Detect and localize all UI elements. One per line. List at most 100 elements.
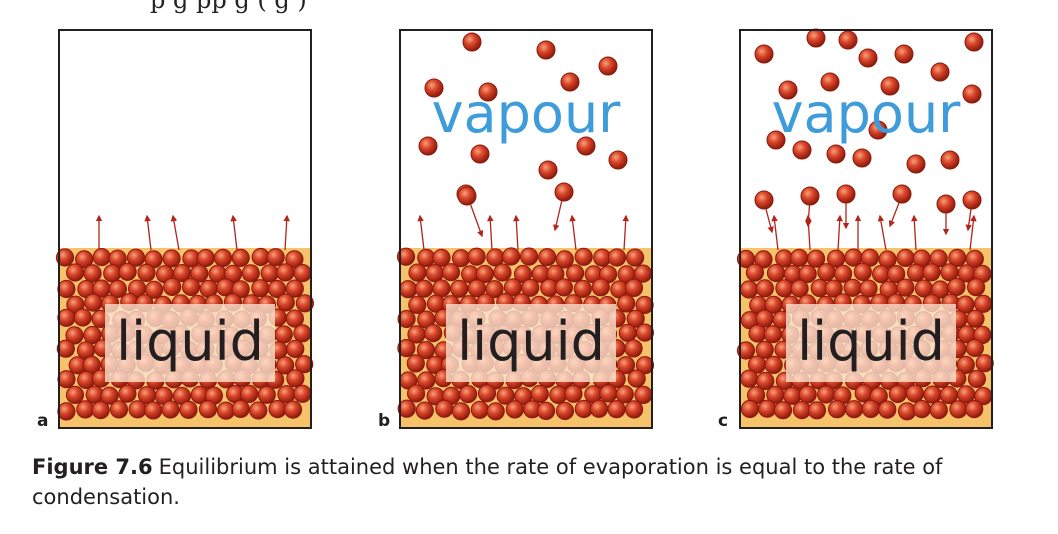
liquid-molecule (967, 369, 987, 388)
liquid-molecule (435, 399, 454, 418)
liquid-molecule (599, 384, 618, 403)
liquid-molecule (965, 400, 984, 419)
liquid-molecule (956, 295, 975, 314)
liquid-molecule (505, 400, 524, 419)
liquid-molecule (967, 278, 986, 297)
liquid-molecule (905, 384, 925, 403)
liquid-molecule (845, 400, 864, 419)
liquid-molecule (198, 400, 218, 419)
liquid-molecule (268, 279, 287, 299)
liquid-molecule (161, 400, 180, 419)
liquid-molecule (758, 399, 777, 418)
liquid-molecule (745, 263, 765, 282)
vapour-molecule (792, 140, 812, 160)
vapour-label: vapour (772, 82, 962, 145)
vapour-molecule (868, 120, 888, 140)
liquid-molecule (415, 279, 434, 298)
liquid-molecule (470, 400, 489, 419)
liquid-molecule (276, 356, 295, 375)
liquid-molecule (293, 264, 312, 283)
liquid-molecule (103, 264, 122, 283)
liquid-molecule (83, 264, 102, 283)
liquid-molecule (286, 369, 305, 388)
liquid-molecule (616, 356, 636, 375)
liquid-molecule (555, 401, 575, 421)
liquid-molecule (615, 385, 634, 404)
liquid-molecule (257, 385, 276, 404)
liquid-molecule (432, 248, 451, 267)
liquid-molecule (407, 384, 426, 403)
liquid-label-box (105, 304, 275, 382)
vapour-molecule (536, 40, 556, 60)
liquid-molecule (896, 248, 915, 267)
vapour-molecule (826, 144, 846, 164)
liquid-molecule (162, 249, 181, 268)
liquid-molecule (92, 248, 111, 267)
liquid-molecule (249, 401, 268, 420)
vapour-molecule (424, 78, 444, 98)
liquid-molecule (763, 325, 783, 344)
liquid-molecule (196, 248, 215, 268)
evaporation-arrow (969, 214, 977, 251)
liquid-molecule (213, 248, 233, 267)
liquid-molecule (624, 278, 644, 297)
container-border (739, 29, 993, 429)
evaporation-arrow (622, 214, 629, 251)
liquid-molecule (965, 338, 985, 358)
liquid-molecule (828, 400, 847, 419)
liquid-molecule (956, 355, 975, 374)
liquid-molecule (485, 280, 504, 299)
liquid-molecule (240, 384, 259, 403)
liquid-molecule (947, 277, 966, 297)
liquid-molecule (755, 340, 774, 359)
liquid-molecule (618, 323, 637, 342)
vapour-molecule (962, 84, 982, 104)
liquid-molecule (57, 279, 76, 299)
condensing-molecule (892, 184, 912, 204)
vapour-molecule (838, 30, 858, 50)
liquid-molecule (416, 341, 435, 360)
clipped-text-above-figure: p g pp g ( g ) (150, 0, 307, 14)
liquid-molecule (57, 402, 76, 421)
liquid-molecule (285, 250, 304, 269)
vapour-molecule (608, 150, 628, 170)
evaporation-arrow (513, 214, 520, 251)
liquid-label-box (786, 304, 956, 382)
liquid-molecule (137, 263, 156, 282)
liquid-molecule (276, 293, 295, 312)
liquid-molecule (100, 386, 119, 405)
liquid-molecule (975, 354, 994, 373)
condensation-arrow (765, 208, 774, 234)
liquid-label-box (446, 304, 616, 382)
liquid-molecule (163, 277, 182, 296)
liquid-molecule (861, 399, 880, 418)
liquid-molecule (574, 247, 593, 266)
liquid-molecule (397, 309, 416, 329)
liquid-molecule (755, 279, 775, 298)
liquid-molecule (854, 384, 873, 403)
liquid-molecule (949, 400, 968, 419)
liquid-molecule (441, 263, 461, 282)
liquid-molecule (285, 309, 304, 328)
vapour-molecule (470, 144, 490, 164)
vapour-molecule (418, 136, 438, 156)
liquid-molecule (574, 399, 593, 419)
liquid-molecule (912, 400, 932, 419)
liquid-molecule (108, 279, 128, 299)
liquid-molecule (91, 401, 110, 420)
liquid-molecule (748, 324, 767, 343)
liquid-molecule (118, 262, 137, 281)
liquid-molecule (179, 400, 198, 419)
liquid-molecule (73, 308, 92, 327)
liquid-molecule (231, 248, 250, 267)
liquid-molecule (293, 324, 312, 343)
liquid-molecule (907, 263, 926, 282)
liquid-molecule (627, 369, 646, 388)
liquid-molecule (424, 324, 443, 343)
vapour-molecule (766, 130, 786, 150)
liquid-molecule (790, 248, 809, 267)
vapour-label: vapour (432, 82, 622, 145)
